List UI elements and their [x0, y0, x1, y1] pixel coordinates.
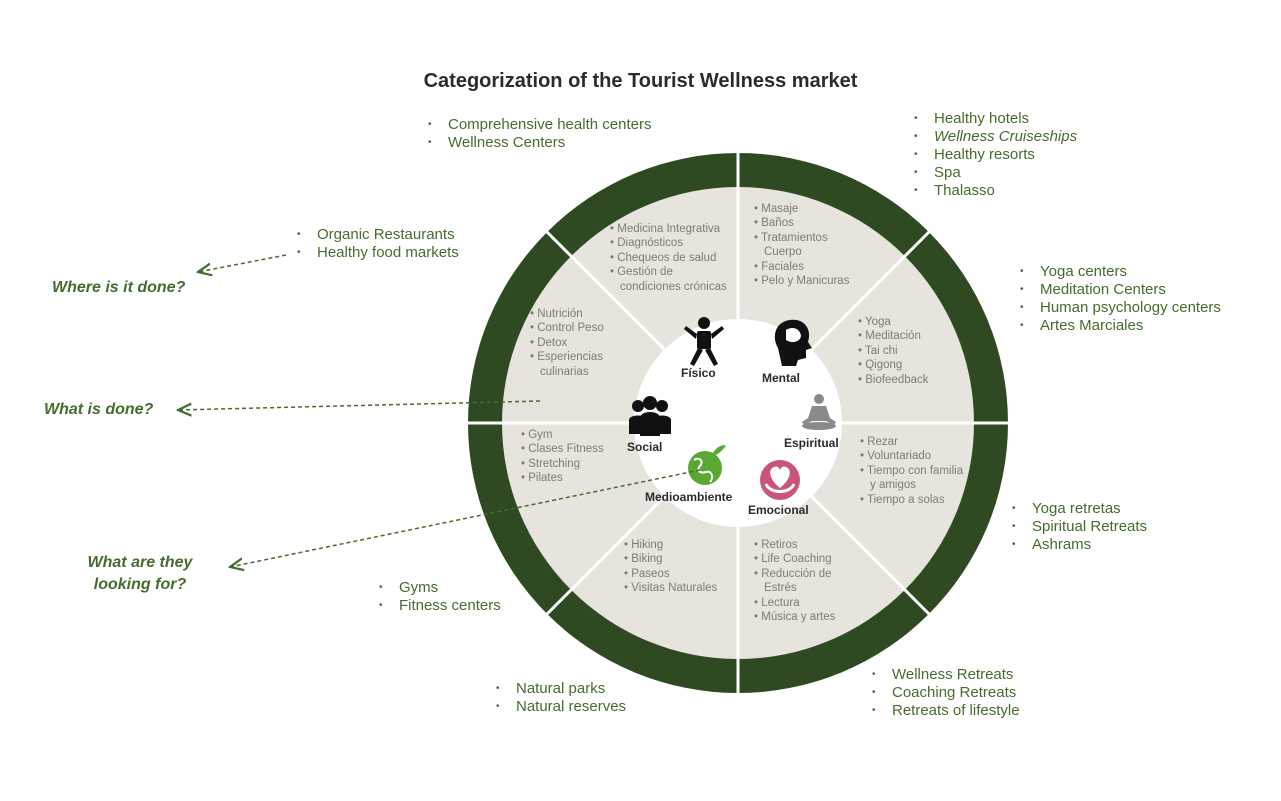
list-item: Tiempo a solas	[860, 493, 970, 507]
list-item: Biking	[624, 552, 734, 566]
list-item: Meditación	[858, 329, 958, 343]
category-emocional: Emocional	[748, 503, 809, 517]
list-item: Lectura	[754, 596, 864, 610]
list-item: Healthy hotels	[914, 110, 1077, 128]
list-item: Tai chi	[858, 344, 958, 358]
list-item: Rezar	[860, 435, 970, 449]
list-item: Nutrición	[530, 307, 620, 321]
list-item: Thalasso	[914, 182, 1077, 200]
list-item: Yoga	[858, 315, 958, 329]
list-item: Ashrams	[1012, 536, 1147, 554]
inner-list-top-right: Masaje Baños Tratamientos Cuerpo Faciale…	[754, 202, 854, 288]
list-item: Baños	[754, 216, 854, 230]
category-fisico: Físico	[681, 366, 716, 380]
category-social: Social	[627, 440, 663, 454]
outer-list-top-right: Healthy hotels Wellness Cruiseships Heal…	[914, 110, 1077, 200]
list-item: Stretching	[521, 457, 621, 471]
list-item: Medicina Integrativa	[610, 222, 735, 236]
list-item: Retiros	[754, 538, 864, 552]
list-item: Yoga retretas	[1012, 500, 1147, 518]
heart-hands-icon	[760, 460, 800, 500]
arrow-what-done	[178, 400, 541, 410]
list-item: Wellness Centers	[428, 134, 651, 152]
list-item: Natural reserves	[496, 698, 626, 716]
category-mental: Mental	[762, 371, 801, 385]
arrow-looking-for	[230, 469, 701, 567]
list-item: Gyms	[379, 579, 501, 597]
list-item: Faciales	[754, 260, 854, 274]
inner-list-top-left: Medicina Integrativa Diagnósticos Cheque…	[610, 222, 735, 294]
list-item: Hiking	[624, 538, 734, 552]
list-item: Reducción de Estrés	[754, 567, 864, 596]
inner-list-right-lower: Rezar Voluntariado Tiempo con familia y …	[860, 435, 970, 507]
list-item: Masaje	[754, 202, 854, 216]
list-item: Artes Marciales	[1020, 317, 1221, 335]
question-looking-for-line2: looking for?	[93, 576, 187, 593]
outer-list-bottom: Natural parks Natural reserves	[496, 680, 626, 716]
list-item: Pelo y Manicuras	[754, 274, 854, 288]
list-item: Visitas Naturales	[624, 581, 734, 595]
inner-list-bottom-left: Hiking Biking Paseos Visitas Naturales	[624, 538, 734, 596]
inner-list-left-upper: Nutrición Control Peso Detox Esperiencia…	[530, 307, 620, 379]
question-looking-for-line1: What are they	[87, 554, 193, 571]
list-item: Tratamientos Cuerpo	[754, 231, 854, 260]
list-item: Chequeos de salud	[610, 251, 735, 265]
list-item: Clases Fitness	[521, 442, 621, 456]
list-item: Comprehensive health centers	[428, 116, 651, 134]
inner-list-right-upper: Yoga Meditación Tai chi Qigong Biofeedba…	[858, 315, 958, 387]
category-medioambiente: Medioambiente	[645, 490, 733, 504]
dashed-arrows	[178, 254, 701, 567]
inner-list-left-lower: Gym Clases Fitness Stretching Pilates	[521, 428, 621, 486]
list-item: Wellness Cruiseships	[914, 128, 1077, 146]
outer-list-right-upper: Yoga centers Meditation Centers Human ps…	[1020, 263, 1221, 335]
list-item: Voluntariado	[860, 449, 970, 463]
list-item: Diagnósticos	[610, 236, 735, 250]
list-item: Pilates	[521, 471, 621, 485]
list-item: Fitness centers	[379, 597, 501, 615]
list-item: Life Coaching	[754, 552, 864, 566]
list-item: Esperiencias culinarias	[530, 350, 620, 379]
list-item: Wellness Retreats	[872, 666, 1020, 684]
list-item: Healthy resorts	[914, 146, 1077, 164]
head-brain-icon	[774, 319, 812, 366]
list-item: Organic Restaurants	[297, 226, 459, 244]
question-where: Where is it done?	[52, 279, 186, 296]
group-people-icon	[629, 396, 671, 436]
list-item: Spiritual Retreats	[1012, 518, 1147, 536]
list-item: Paseos	[624, 567, 734, 581]
outer-list-top: Comprehensive health centers Wellness Ce…	[428, 116, 651, 152]
list-item: Human psychology centers	[1020, 299, 1221, 317]
list-item: Detox	[530, 336, 620, 350]
person-stretch-icon	[684, 317, 724, 366]
category-espiritual: Espiritual	[784, 436, 839, 450]
list-item: Qigong	[858, 358, 958, 372]
meditation-icon	[802, 394, 836, 430]
list-item: Control Peso	[530, 321, 620, 335]
list-item: Meditation Centers	[1020, 281, 1221, 299]
list-item: Natural parks	[496, 680, 626, 698]
question-what-done: What is done?	[44, 401, 154, 418]
list-item: Healthy food markets	[297, 244, 459, 262]
outer-list-left-lower: Gyms Fitness centers	[379, 579, 501, 615]
globe-leaf-icon	[688, 445, 726, 485]
list-item: Spa	[914, 164, 1077, 182]
outer-list-left-upper: Organic Restaurants Healthy food markets	[297, 226, 459, 262]
diagram-title: Categorization of the Tourist Wellness m…	[423, 70, 858, 92]
inner-list-bottom-right: Retiros Life Coaching Reducción de Estré…	[754, 538, 864, 624]
list-item: Yoga centers	[1020, 263, 1221, 281]
outer-list-right-lower: Yoga retretas Spiritual Retreats Ashrams	[1012, 500, 1147, 554]
list-item: Tiempo con familia y amigos	[860, 464, 970, 493]
list-item: Coaching Retreats	[872, 684, 1020, 702]
list-item: Música y artes	[754, 610, 864, 624]
list-item: Retreats of lifestyle	[872, 702, 1020, 720]
arrow-where	[198, 254, 287, 272]
list-item: Biofeedback	[858, 373, 958, 387]
outer-list-bottom-right: Wellness Retreats Coaching Retreats Retr…	[872, 666, 1020, 720]
list-item: Gym	[521, 428, 621, 442]
list-item: Gestión de condiciones crónicas	[610, 265, 735, 294]
question-looking-for: What are they looking for?	[70, 552, 210, 596]
